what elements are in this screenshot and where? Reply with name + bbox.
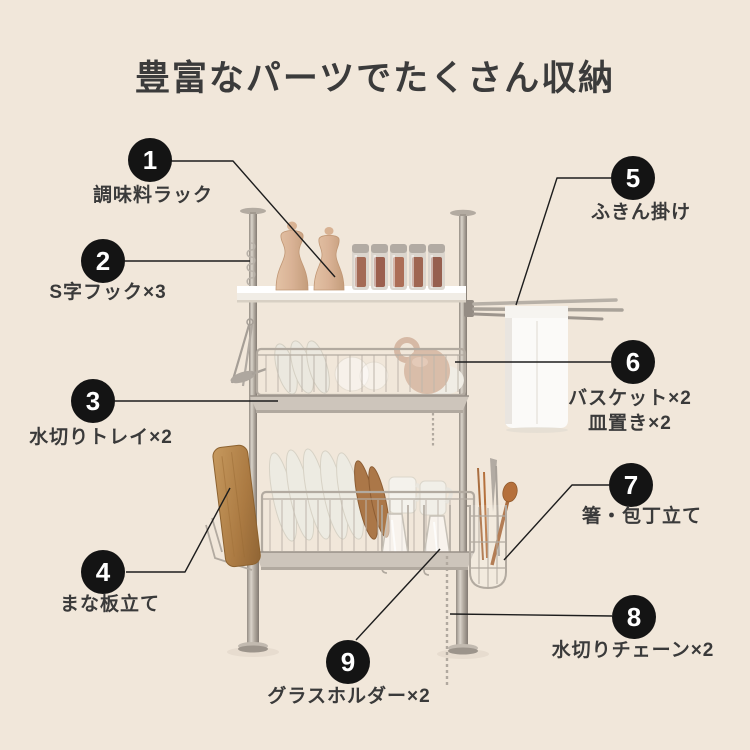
drain-tray-upper	[250, 395, 469, 413]
callout-9-badge: 9	[326, 640, 370, 684]
callout-3-badge: 3	[71, 379, 115, 423]
callout-2-badge: 2	[81, 239, 125, 283]
callout-5-badge: 5	[611, 156, 655, 200]
callout-8-label: 水切りチェーン×2	[551, 640, 715, 661]
drain-tray-lower	[255, 551, 474, 570]
mugs	[388, 476, 453, 516]
leader-lines	[115, 160, 613, 641]
callout-7-badge: 7	[609, 463, 653, 507]
towel	[505, 306, 568, 433]
callout-6-label: バスケット×2	[568, 388, 692, 409]
tension-pole-right	[448, 209, 478, 655]
pepper-mills	[275, 221, 345, 291]
callout-3-label: 水切りトレイ×2	[29, 427, 173, 448]
callout-6-label-2: 皿置き×2	[588, 413, 672, 434]
utensil-stand	[467, 458, 518, 590]
upper-basket	[255, 347, 467, 397]
leader-line-1	[171, 160, 336, 278]
leader-line-5	[515, 177, 611, 306]
callout-4-badge: 4	[81, 550, 125, 594]
tension-pole-left	[238, 207, 268, 653]
callout-6-badge: 6	[611, 340, 655, 384]
s-hooks	[246, 242, 256, 286]
callout-1-badge: 1	[128, 138, 172, 182]
callout-7-label: 箸・包丁立て	[581, 506, 703, 527]
callout-9-label: グラスホルダー×2	[267, 686, 431, 707]
callout-1-label: 調味料ラック	[92, 185, 214, 206]
spice-jars	[352, 244, 445, 290]
callout-2-label: S字フック×3	[49, 282, 167, 303]
callout-4-label: まな板立て	[59, 594, 161, 615]
leader-line-4	[126, 487, 231, 573]
leader-line-7	[503, 484, 609, 561]
lower-standing-plates	[268, 448, 390, 542]
page-title: 豊富なパーツでたくさん収納	[134, 59, 616, 98]
leader-line-9	[355, 548, 441, 641]
callout-8-badge: 8	[612, 595, 656, 639]
upper-basket-dishes	[230, 337, 464, 395]
leader-line-8	[449, 613, 613, 617]
seasoning-rack-shelf	[237, 286, 466, 303]
callout-5-label: ふきん掛け	[590, 202, 692, 223]
